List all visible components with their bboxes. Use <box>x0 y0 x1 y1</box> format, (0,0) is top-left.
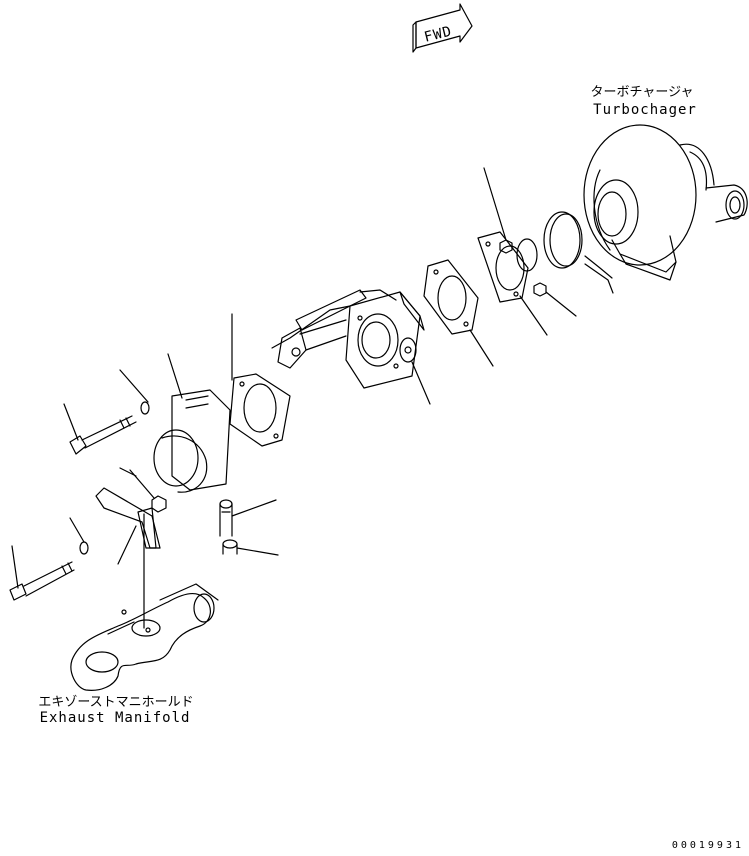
gasket-left <box>229 313 291 447</box>
fwd-label: FWD <box>423 23 454 45</box>
turbocharger-label-en: Turbochager <box>593 102 697 118</box>
adapter-elbow <box>153 353 231 493</box>
washer-lower <box>69 517 89 555</box>
gasket-right <box>423 259 494 367</box>
turbo-ring-clamp <box>543 211 613 279</box>
manifold-label-jp: エキゾーストマニホールド <box>38 695 193 710</box>
bracket <box>95 467 161 629</box>
exhaust-manifold <box>70 583 219 691</box>
spacer <box>222 539 279 556</box>
turbocharger <box>583 124 748 281</box>
turbo-flange <box>477 231 548 336</box>
nut-lower <box>533 282 577 317</box>
washer-upper <box>119 369 150 415</box>
nut-upper <box>483 167 513 254</box>
bolt-upper <box>63 403 137 455</box>
socket-bolt <box>219 499 277 537</box>
exhaust-brake-valve <box>271 289 431 405</box>
document-number: 00019931 <box>672 840 744 851</box>
fwd-arrow-icon: FWD <box>412 3 473 53</box>
bolt-lower <box>9 545 75 601</box>
manifold-label-en: Exhaust Manifold <box>40 710 191 726</box>
turbocharger-label-jp: ターボチャージャ <box>591 85 694 100</box>
leader-line <box>584 263 614 294</box>
